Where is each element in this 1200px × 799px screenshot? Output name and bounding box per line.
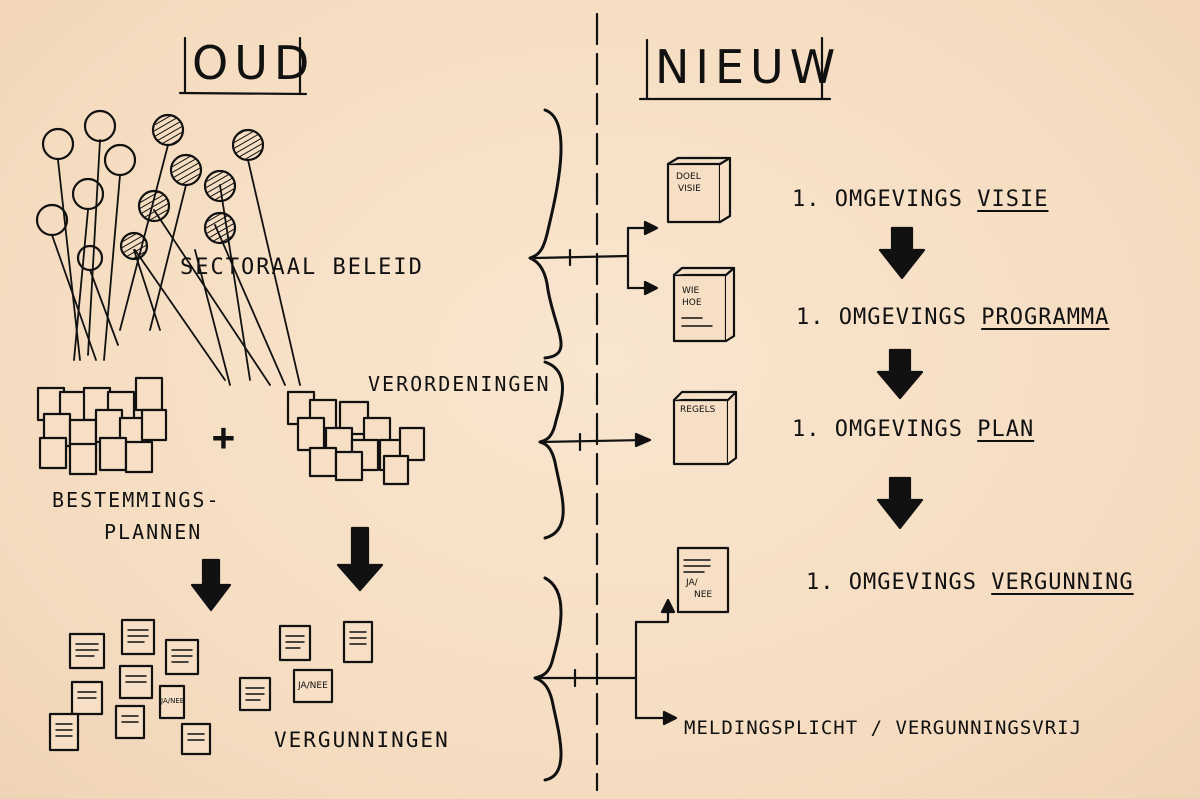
new-header: NIEUW — [655, 40, 842, 94]
step-1-term: VISIE — [977, 187, 1049, 212]
notification-label: MELDINGSPLICHT / VERGUNNINGSVRIJ — [684, 717, 1083, 739]
doc4-label-1: JA/ — [686, 578, 698, 588]
step-2-term: PROGRAMMA — [981, 305, 1110, 330]
old-arrows — [190, 526, 384, 612]
step-4-term: VERGUNNING — [991, 570, 1134, 595]
doc1-label-1: DOEL — [676, 172, 701, 182]
step-2-prefix: OMGEVINGS — [838, 305, 967, 330]
zoning-plans-label-2: PLANNEN — [104, 520, 203, 544]
old-header-frame — [178, 36, 308, 96]
connectors — [533, 220, 678, 726]
step-1-prefix: OMGEVINGS — [834, 187, 963, 212]
new-arrows — [876, 226, 926, 530]
balloons — [35, 109, 265, 272]
permit-cards — [48, 618, 374, 756]
old-header: OUD — [192, 36, 316, 90]
step-2: 1. OMGEVINGS PROGRAMMA — [796, 305, 1109, 330]
new-documents — [666, 156, 738, 614]
zoning-plans-label-1: BESTEMMINGS- — [52, 488, 221, 512]
sectoral-policy-label: SECTORAAL BELEID — [180, 255, 424, 280]
doc3-label: REGELS — [680, 405, 716, 415]
doc2-label-1: WIE — [682, 286, 700, 296]
permit-card-label-1: JA/NEE — [298, 681, 328, 691]
step-4: 1. OMGEVINGS VERGUNNING — [806, 570, 1134, 595]
braces — [528, 108, 565, 782]
zoning-plans-left — [36, 376, 168, 476]
step-4-num: 1. — [806, 570, 835, 595]
permits-label: VERGUNNINGEN — [274, 728, 450, 752]
permit-card-lines — [55, 629, 367, 741]
zoning-plans-right — [286, 390, 426, 486]
doc1-label-2: VISIE — [678, 184, 701, 194]
doc2-label-2: HOE — [682, 298, 702, 308]
step-3-prefix: OMGEVINGS — [834, 417, 963, 442]
ordinances-label: VERORDENINGEN — [368, 372, 551, 396]
step-1-num: 1. — [792, 187, 821, 212]
step-4-prefix: OMGEVINGS — [848, 570, 977, 595]
doc-lines — [681, 317, 713, 573]
step-2-num: 1. — [796, 305, 825, 330]
new-header-frame — [638, 36, 832, 101]
permit-card-label-2: JA/NEE — [161, 697, 185, 705]
step-3-term: PLAN — [977, 417, 1035, 442]
doc4-label-2: NEE — [694, 590, 713, 600]
step-1: 1. OMGEVINGS VISIE — [792, 187, 1048, 212]
plus-sign: + — [212, 415, 237, 459]
step-3-num: 1. — [792, 417, 821, 442]
step-3: 1. OMGEVINGS PLAN — [792, 417, 1034, 442]
